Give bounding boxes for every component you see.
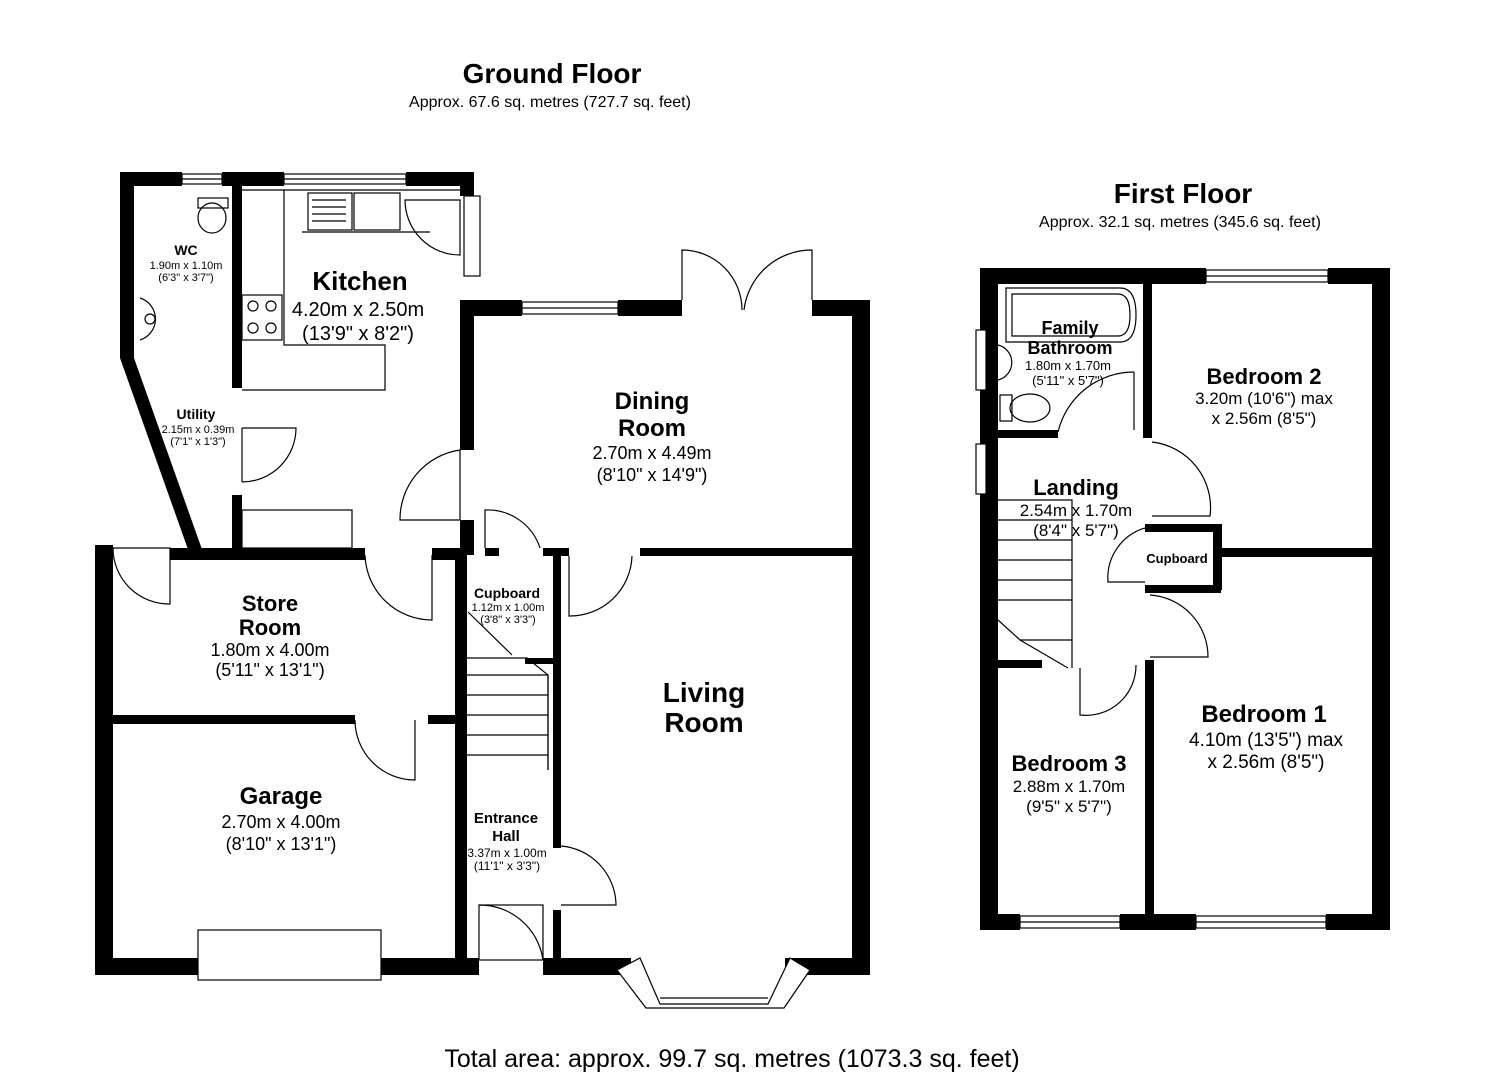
room-bedroom-1: Bedroom 1 4.10m (13'5") max x 2.56m (8'5… (1189, 701, 1343, 773)
room-kitchen: Kitchen 4.20m x 2.50m (13'9" x 8'2") (292, 266, 424, 345)
ground-floor-area: Approx. 67.6 sq. metres (727.7 sq. feet) (409, 94, 691, 111)
store-name-line1: Store (242, 591, 298, 616)
living-name-line2: Room (664, 707, 743, 738)
utility-dim-metric: 2.15m x 0.39m (162, 424, 235, 436)
ground-floor-doors (112, 195, 813, 961)
landing-name: Landing (1033, 475, 1119, 500)
first-floor-fixtures (997, 287, 1137, 669)
room-wc: WC 1.90m x 1.10m (6'3" x 3'7") (150, 242, 223, 284)
landing-dim-imperial: (8'4" x 5'7") (1033, 521, 1119, 540)
store-name-line2: Room (239, 615, 301, 640)
bedroom2-dim-line1: 3.20m (10'6") max (1195, 389, 1333, 408)
dining-name-line1: Dining (615, 388, 690, 415)
bathroom-dim-metric: 1.80m x 1.70m (1025, 358, 1111, 373)
room-utility: Utility 2.15m x 0.39m (7'1" x 1'3") (162, 406, 235, 448)
garage-dim-metric: 2.70m x 4.00m (221, 812, 340, 832)
first-floor-walls (980, 268, 1390, 930)
entrance-name-line1: Entrance (474, 810, 538, 827)
dining-dim-imperial: (8'10" x 14'9") (597, 465, 708, 485)
garage-dim-imperial: (8'10" x 13'1") (226, 834, 337, 854)
room-dining: Dining Room 2.70m x 4.49m (8'10" x 14'9"… (592, 388, 711, 485)
bedroom1-name: Bedroom 1 (1201, 701, 1326, 728)
room-store: Store Room 1.80m x 4.00m (5'11" x 13'1") (210, 591, 329, 680)
first-floor-area: Approx. 32.1 sq. metres (345.6 sq. feet) (1039, 214, 1321, 231)
room-garage: Garage 2.70m x 4.00m (8'10" x 13'1") (221, 783, 340, 854)
room-landing: Landing 2.54m x 1.70m (8'4" x 5'7") (1020, 475, 1132, 540)
kitchen-name: Kitchen (312, 266, 407, 296)
living-name-line1: Living (663, 677, 745, 708)
wc-name: WC (174, 242, 197, 258)
room-bedroom-2: Bedroom 2 3.20m (10'6") max x 2.56m (8'5… (1195, 364, 1333, 428)
first-floor-doors (1057, 371, 1212, 716)
room-cupboard-ground: Cupboard 1.12m x 1.00m (3'8" x 3'3") (472, 585, 545, 626)
bathroom-dim-imperial: (5'11" x 5'7") (1032, 373, 1104, 388)
total-area: Total area: approx. 99.7 sq. metres (107… (444, 1045, 1020, 1073)
landing-dim-metric: 2.54m x 1.70m (1020, 501, 1132, 520)
bathroom-name-line2: Bathroom (1028, 338, 1113, 358)
room-entrance-hall: Entrance Hall 3.37m x 1.00m (11'1" x 3'3… (467, 810, 546, 873)
dining-dim-metric: 2.70m x 4.49m (592, 443, 711, 463)
cupboard-ground-dim-imperial: (3'8" x 3'3") (480, 614, 535, 626)
bedroom2-dim-line2: x 2.56m (8'5") (1212, 409, 1317, 428)
bedroom2-name: Bedroom 2 (1207, 364, 1322, 389)
wc-dim-imperial: (6'3" x 3'7") (158, 272, 213, 284)
ground-floor-walls (95, 172, 870, 1009)
bedroom3-dim-metric: 2.88m x 1.70m (1013, 777, 1125, 796)
cupboard-ground-name: Cupboard (474, 585, 540, 601)
wc-dim-metric: 1.90m x 1.10m (150, 260, 223, 272)
room-family-bathroom: Family Bathroom 1.80m x 1.70m (5'11" x 5… (1025, 318, 1113, 388)
ground-floor-fixtures (139, 189, 549, 961)
entrance-name-line2: Hall (492, 828, 520, 845)
store-dim-imperial: (5'11" x 13'1") (215, 660, 324, 680)
cupboard-first-name: Cupboard (1146, 551, 1207, 566)
room-bedroom-3: Bedroom 3 2.88m x 1.70m (9'5" x 5'7") (1012, 751, 1127, 816)
bedroom3-dim-imperial: (9'5" x 5'7") (1026, 797, 1112, 816)
kitchen-dim-imperial: (13'9" x 8'2") (302, 323, 414, 345)
cupboard-ground-dim-metric: 1.12m x 1.00m (472, 602, 545, 614)
bedroom3-name: Bedroom 3 (1012, 751, 1127, 776)
bedroom1-dim-line2: x 2.56m (8'5") (1207, 752, 1324, 773)
utility-dim-imperial: (7'1" x 1'3") (170, 436, 225, 448)
first-floor-title: First Floor (1113, 178, 1253, 209)
bathroom-name-line1: Family (1041, 318, 1098, 338)
first-floor-windows (975, 269, 1329, 929)
room-living: Living Room (663, 677, 745, 738)
utility-name: Utility (177, 406, 216, 422)
entrance-dim-imperial: (11'1" x 3'3") (474, 859, 540, 873)
bedroom1-dim-line1: 4.10m (13'5") max (1189, 730, 1343, 751)
store-dim-metric: 1.80m x 4.00m (210, 640, 329, 660)
garage-name: Garage (240, 783, 323, 810)
dining-name-line2: Room (618, 415, 686, 442)
kitchen-dim-metric: 4.20m x 2.50m (292, 299, 424, 321)
entrance-dim-metric: 3.37m x 1.00m (467, 846, 546, 860)
ground-floor-windows (181, 173, 619, 981)
ground-floor-title: Ground Floor (462, 58, 642, 89)
room-cupboard-first: Cupboard (1146, 551, 1207, 566)
